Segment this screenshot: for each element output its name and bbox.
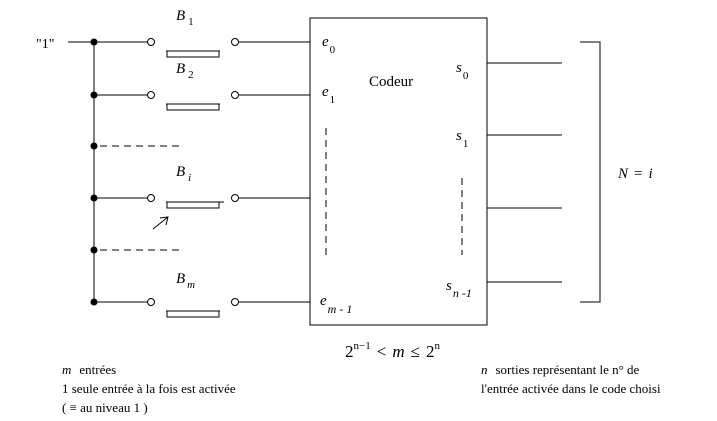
notes-right-line2: l'entrée activée dans le code choisi xyxy=(481,381,661,396)
junction-dot xyxy=(90,246,98,254)
encoder-condition: 2n−1<m≤2n xyxy=(345,340,440,361)
output-bracket xyxy=(580,41,601,303)
notes-left-line3: ( ≡ au niveau 1 ) xyxy=(62,400,148,415)
encoder-input-em1: em - 1 xyxy=(320,293,352,316)
press-arrow-icon xyxy=(152,216,169,230)
push-button-bi xyxy=(94,194,310,209)
encoder-input-e1: e1 xyxy=(322,84,335,106)
push-button-b2 xyxy=(94,91,310,111)
notes-left-line2: 1 seule entrée à la fois est activée xyxy=(62,381,236,396)
push-button-b1 xyxy=(147,38,310,58)
junction-dot xyxy=(90,142,98,150)
encoder-output-s0: s0 xyxy=(456,60,469,82)
junction-dot xyxy=(90,38,98,46)
encoder-output-s1: s1 xyxy=(456,128,468,150)
encoder-input-e0: e0 xyxy=(322,34,336,56)
encoder-box xyxy=(309,17,488,326)
encoder-output-sn1: sn -1 xyxy=(446,278,472,300)
input-one-label: "1" xyxy=(36,37,54,52)
push-button-bm xyxy=(94,298,310,318)
encoder-title: Codeur xyxy=(369,74,413,90)
result-n-equals-i: N=i xyxy=(617,166,653,182)
